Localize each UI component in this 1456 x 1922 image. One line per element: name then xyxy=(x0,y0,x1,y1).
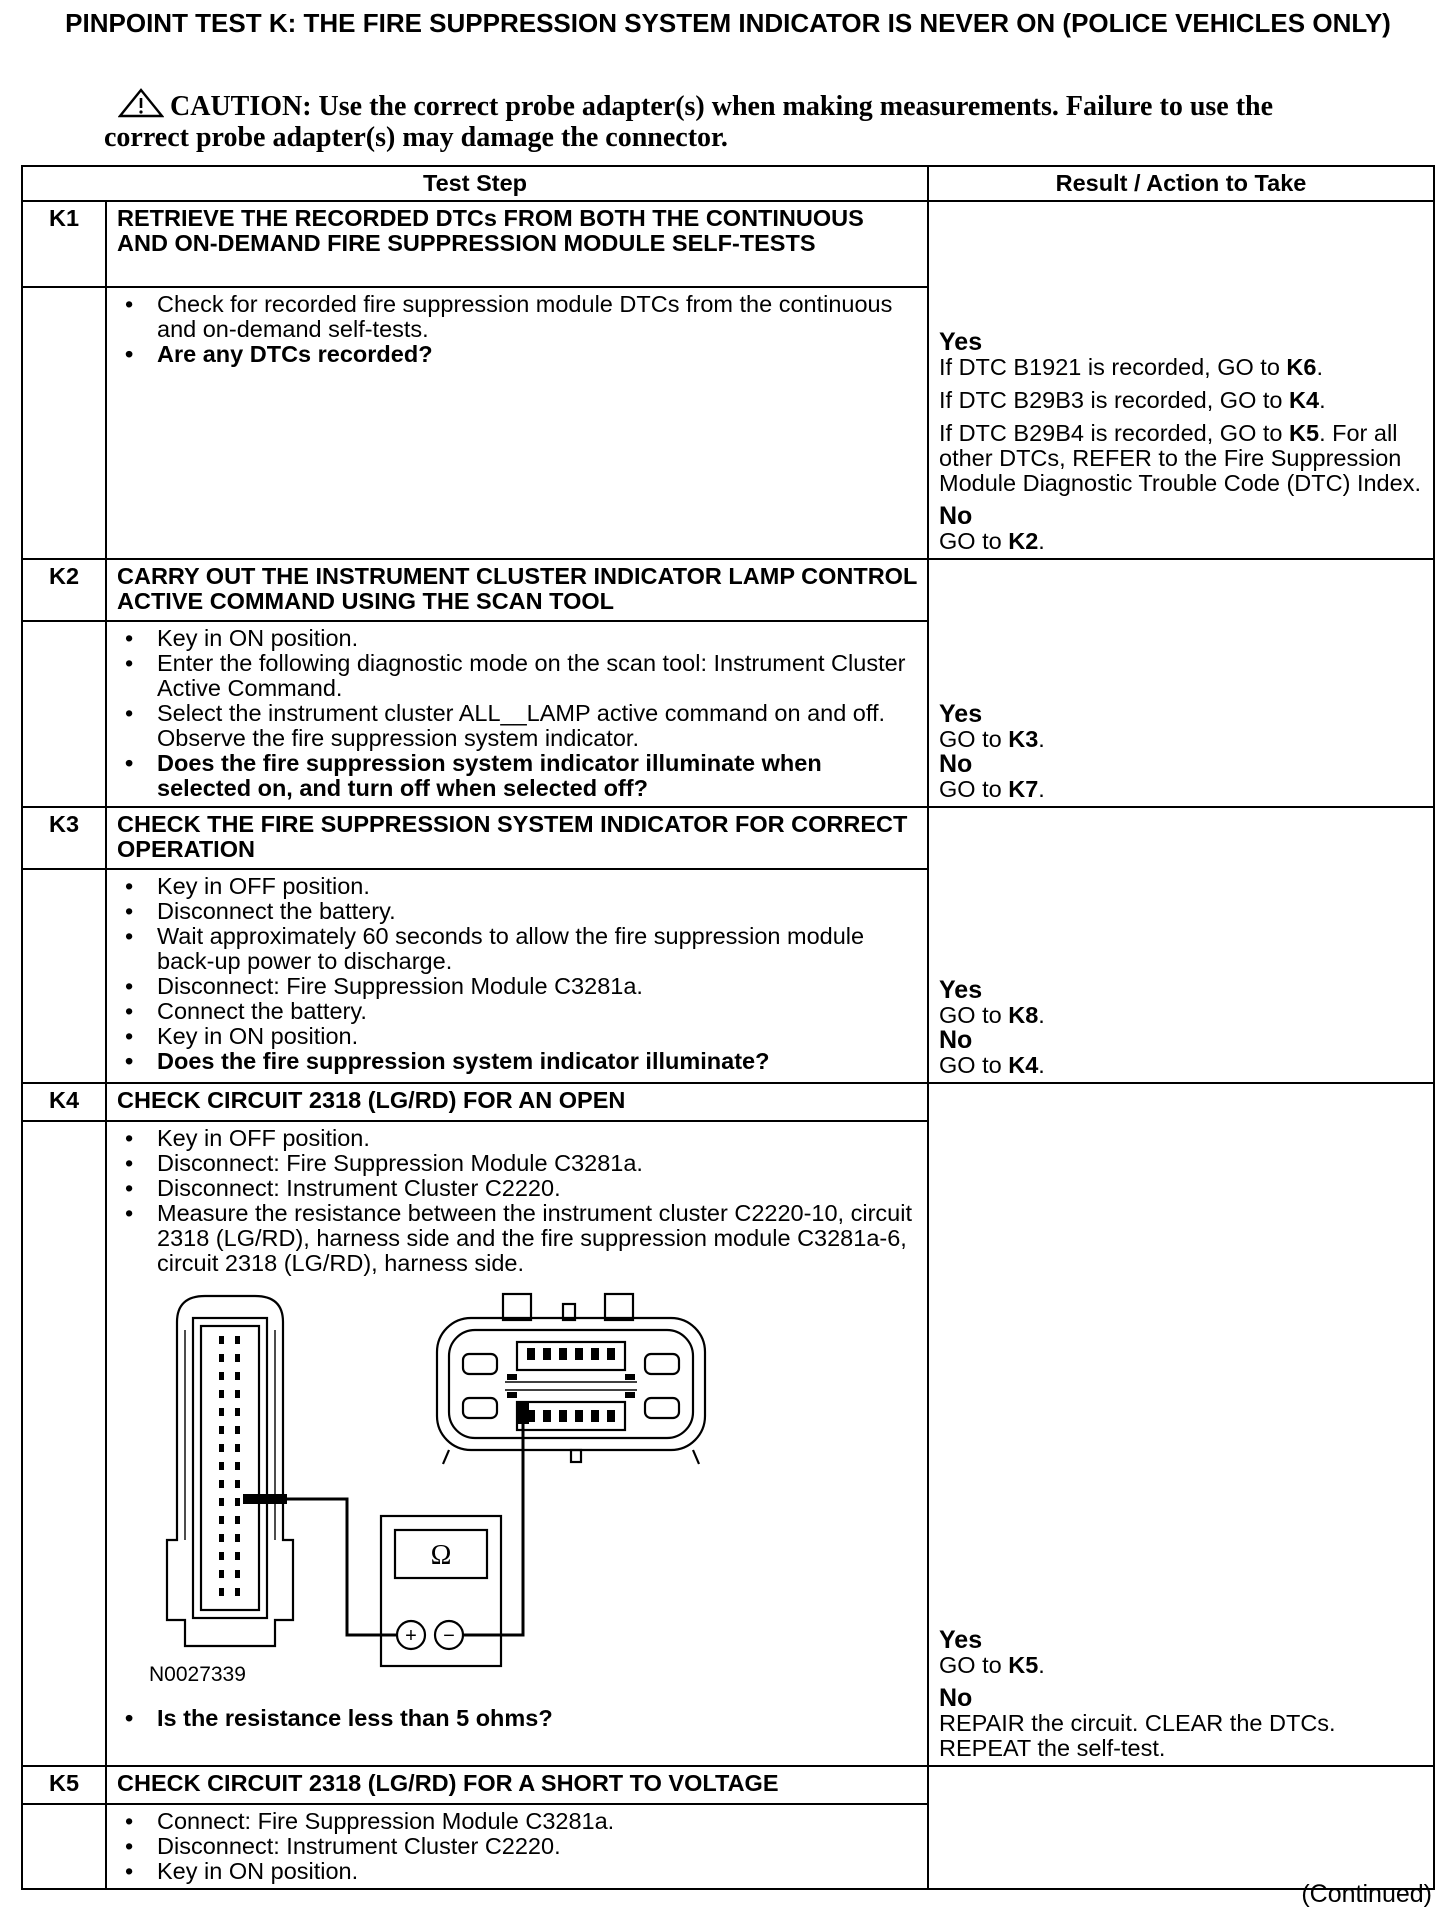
step-k5-title-row: K5 CHECK CIRCUIT 2318 (LG/RD) FOR A SHOR… xyxy=(21,1765,1435,1890)
instrument-cluster-connector xyxy=(165,1294,295,1648)
step-k4-results: Yes GO to K5. No REPAIR the circuit. CLE… xyxy=(927,1082,1435,1767)
result-no-text: REPAIR the circuit. CLEAR the DTCs. REPE… xyxy=(939,1710,1336,1761)
step-k3-title-row: K3 CHECK THE FIRE SUPPRESSION SYSTEM IND… xyxy=(21,806,1435,1084)
action-item: Measure the resistance between the instr… xyxy=(117,1201,919,1276)
step-k1-results: Yes If DTC B1921 is recorded, GO to K6. … xyxy=(927,200,1435,560)
step-k5-body-row: Connect: Fire Suppression Module C3281a.… xyxy=(21,1803,1434,1890)
result-no-text: GO to K7. xyxy=(939,776,1045,802)
fire-suppression-module-connector xyxy=(435,1292,707,1465)
probe-tip-module xyxy=(517,1402,529,1424)
result-no-text: GO to K4. xyxy=(939,1052,1045,1078)
module-pin-grid xyxy=(507,1348,635,1422)
result-line: If DTC B1921 is recorded, GO to K6. xyxy=(939,354,1323,380)
probe-plus-label: + xyxy=(405,1625,417,1647)
step-k5-results xyxy=(927,1765,1435,1890)
step-k1-title-row: K1 RETRIEVE THE RECORDED DTCs FROM BOTH … xyxy=(21,200,1435,560)
header-result: Result / Action to Take xyxy=(927,165,1435,202)
page-title: PINPOINT TEST K: THE FIRE SUPPRESSION SY… xyxy=(65,8,1391,38)
test-leads xyxy=(285,1418,525,1637)
step-id: K5 xyxy=(21,1765,107,1805)
step-id: K1 xyxy=(21,200,107,288)
header-test-step: Test Step xyxy=(21,165,929,202)
step-question: Does the fire suppression system indicat… xyxy=(117,751,919,801)
step-id: K3 xyxy=(21,806,107,870)
result-no-text: GO to K2. xyxy=(939,528,1045,554)
action-item: Select the instrument cluster ALL__LAMP … xyxy=(117,701,919,751)
action-item: Check for recorded fire suppression modu… xyxy=(117,292,919,342)
step-k2-results: Yes GO to K3. No GO to K7. xyxy=(927,558,1435,808)
result-yes-label: Yes xyxy=(939,976,983,1004)
figure-id: N0027339 xyxy=(149,1663,246,1686)
connector-diagram: Ω + − xyxy=(165,1292,707,1668)
step-title: CHECK CIRCUIT 2318 (LG/RD) FOR AN OPEN xyxy=(105,1082,929,1122)
result-yes-label: Yes xyxy=(939,328,983,356)
result-no-label: No xyxy=(939,750,973,778)
step-body: Check for recorded fire suppression modu… xyxy=(105,286,929,560)
result-no-label: No xyxy=(939,502,973,530)
continued-label: (Continued) xyxy=(1301,1880,1432,1908)
table-header-row: Test Step Result / Action to Take xyxy=(21,165,1435,202)
step-k2-title-row: K2 CARRY OUT THE INSTRUMENT CLUSTER INDI… xyxy=(21,558,1435,808)
action-item: Key in ON position. xyxy=(117,1859,919,1885)
action-item: Key in ON position. xyxy=(117,626,919,652)
step-id: K2 xyxy=(21,558,107,622)
caution-note: CAUTION: Use the correct probe adapter(s… xyxy=(104,88,1354,153)
result-yes-text: GO to K5. xyxy=(939,1652,1045,1678)
result-yes-label: Yes xyxy=(939,1626,983,1654)
caution-text: CAUTION: Use the correct probe adapter(s… xyxy=(104,91,1274,153)
result-line: If DTC B29B3 is recorded, GO to K4. xyxy=(939,387,1326,413)
step-body: Key in ON position. Enter the following … xyxy=(105,620,929,808)
step-k1-body-row: Check for recorded fire suppression modu… xyxy=(21,286,1434,560)
step-title: CHECK CIRCUIT 2318 (LG/RD) FOR A SHORT T… xyxy=(105,1765,929,1805)
step-k4-body-row: Key in OFF position. Disconnect: Fire Su… xyxy=(21,1120,1434,1767)
step-body: Key in OFF position. Disconnect: Fire Su… xyxy=(105,1120,929,1767)
step-body: Connect: Fire Suppression Module C3281a.… xyxy=(105,1803,929,1890)
action-item: Key in ON position. xyxy=(117,1024,919,1050)
action-item: Disconnect: Fire Suppression Module C328… xyxy=(117,974,919,1000)
result-no-label: No xyxy=(939,1684,973,1712)
step-id: K4 xyxy=(21,1082,107,1122)
ohm-symbol: Ω xyxy=(431,1540,452,1571)
action-item: Enter the following diagnostic mode on t… xyxy=(117,651,919,701)
result-yes-text: GO to K3. xyxy=(939,726,1045,752)
step-k2-body-row: Key in ON position. Enter the following … xyxy=(21,620,1434,808)
ohmmeter xyxy=(379,1514,503,1668)
resistance-measurement-diagram: Ω + − N0027339 xyxy=(145,1290,785,1698)
pinpoint-test-table: Test Step Result / Action to Take K1 RET… xyxy=(21,165,1435,1890)
result-line: If DTC B29B4 is recorded, GO to K5. For … xyxy=(939,420,1421,496)
step-question: Are any DTCs recorded? xyxy=(117,342,919,368)
result-yes-label: Yes xyxy=(939,700,983,728)
cluster-pin-grid xyxy=(219,1336,240,1596)
action-item: Disconnect: Fire Suppression Module C328… xyxy=(117,1151,919,1177)
step-k3-results: Yes GO to K8. No GO to K4. xyxy=(927,806,1435,1084)
action-item: Disconnect the battery. xyxy=(117,899,919,925)
action-item: Key in OFF position. xyxy=(117,1126,919,1152)
probe-tip-cluster xyxy=(243,1494,287,1504)
result-yes-text: GO to K8. xyxy=(939,1002,1045,1028)
step-k4-title-row: K4 CHECK CIRCUIT 2318 (LG/RD) FOR AN OPE… xyxy=(21,1082,1435,1767)
step-k3-body-row: Key in OFF position. Disconnect the batt… xyxy=(21,868,1434,1084)
step-question: Is the resistance less than 5 ohms? xyxy=(117,1706,919,1732)
step-question: Does the fire suppression system indicat… xyxy=(117,1049,919,1075)
warning-triangle-icon xyxy=(118,88,164,118)
action-item: Disconnect: Instrument Cluster C2220. xyxy=(117,1176,919,1202)
action-item: Connect: Fire Suppression Module C3281a. xyxy=(117,1809,919,1835)
result-no-label: No xyxy=(939,1026,973,1054)
step-title: RETRIEVE THE RECORDED DTCs FROM BOTH THE… xyxy=(105,200,929,288)
action-item: Disconnect: Instrument Cluster C2220. xyxy=(117,1834,919,1860)
step-body: Key in OFF position. Disconnect the batt… xyxy=(105,868,929,1084)
step-title: CARRY OUT THE INSTRUMENT CLUSTER INDICAT… xyxy=(105,558,929,622)
action-item: Wait approximately 60 seconds to allow t… xyxy=(117,924,919,974)
probe-minus-label: − xyxy=(443,1625,455,1647)
step-title: CHECK THE FIRE SUPPRESSION SYSTEM INDICA… xyxy=(105,806,929,870)
action-item: Key in OFF position. xyxy=(117,874,919,900)
action-item: Connect the battery. xyxy=(117,999,919,1025)
